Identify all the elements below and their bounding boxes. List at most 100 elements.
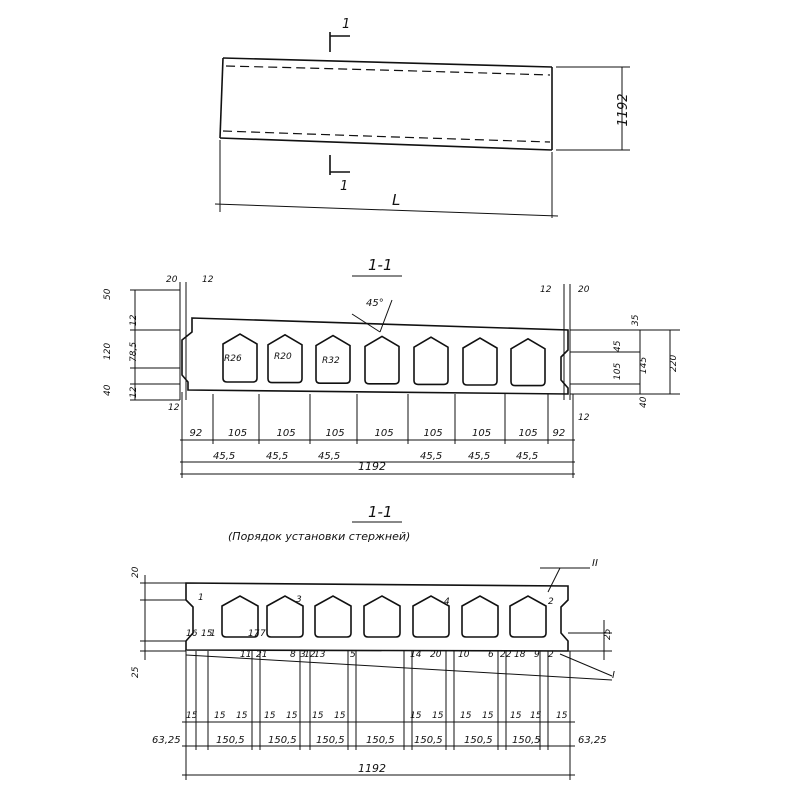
bevel-dim-label: 45,5 bbox=[266, 451, 288, 462]
plan-width-label: 1192 bbox=[616, 93, 631, 126]
hollow-core-a bbox=[510, 337, 546, 387]
small-dim-label: 15 bbox=[186, 711, 198, 721]
dim-left-12d: 12 bbox=[168, 403, 180, 413]
bar-mark-label: 7 bbox=[260, 629, 266, 639]
radius-label-1: R26 bbox=[224, 354, 242, 364]
dim-right-20: 20 bbox=[578, 285, 590, 295]
span-dim-label: 105 bbox=[519, 428, 538, 439]
span-dim-label: 105 bbox=[472, 428, 491, 439]
bar-mark-label: 5 bbox=[350, 650, 356, 660]
hollow-core-a bbox=[315, 334, 351, 384]
bar-mark-label: 17 bbox=[248, 629, 260, 639]
mark-4-top: 4 bbox=[444, 597, 450, 607]
small-dim-label: 15 bbox=[214, 711, 226, 721]
section-b: 1-1 (Порядок установки стержней) 20 25 2… bbox=[131, 503, 615, 780]
span-dim-label: 105 bbox=[277, 428, 296, 439]
hollow-core-b bbox=[509, 595, 547, 638]
section-a-title: 1-1 bbox=[368, 256, 393, 274]
section-mark-bottom: 1 bbox=[340, 179, 348, 194]
bar-mark-label: 9 bbox=[534, 650, 540, 660]
bar-mark-label: 14 bbox=[410, 650, 422, 660]
span-dim-label: 105 bbox=[375, 428, 394, 439]
small-dim-label: 15 bbox=[510, 711, 522, 721]
section-b-title: 1-1 bbox=[368, 503, 393, 521]
bar-mark-label: 6 bbox=[488, 650, 494, 660]
bevel-dim-label: 45,5 bbox=[420, 451, 442, 462]
dim-b-left-25: 25 bbox=[131, 666, 141, 678]
bevel-dim-label: 45,5 bbox=[318, 451, 340, 462]
small-dim-label: 15 bbox=[286, 711, 298, 721]
pitch-dim-label: 150,5 bbox=[216, 735, 245, 746]
dim-left-12: 12 bbox=[202, 275, 214, 285]
small-dim-label: 15 bbox=[312, 711, 324, 721]
hollow-cores-a bbox=[222, 333, 546, 387]
pitch-dim-label: 150,5 bbox=[512, 735, 541, 746]
small-dim-label: 15 bbox=[264, 711, 276, 721]
pitch-dim-label: 150,5 bbox=[268, 735, 297, 746]
hollow-core-a bbox=[364, 335, 400, 385]
mark-I: I bbox=[612, 670, 615, 681]
plan-length-label: L bbox=[392, 191, 400, 209]
bar-mark-label: 10 bbox=[458, 650, 470, 660]
hollow-core-b bbox=[314, 595, 352, 638]
span-dim-label: 105 bbox=[326, 428, 345, 439]
section-a: 1-1 45° R26 R20 R32 20 12 50 12 120 78,5… bbox=[103, 256, 680, 478]
section-cut-top bbox=[329, 32, 350, 52]
bar-mark-label: 1 bbox=[210, 629, 216, 639]
plan-view: 1 1 1192 L bbox=[214, 17, 631, 218]
span-dim-label: 105 bbox=[228, 428, 247, 439]
span-ticks-a bbox=[181, 394, 574, 444]
bar-drops-b bbox=[195, 651, 549, 750]
section-b-total: 1192 bbox=[358, 762, 386, 775]
dim-right-105: 105 bbox=[613, 363, 623, 380]
pitch-dim-label: 150,5 bbox=[464, 735, 493, 746]
pitch-dim-label: 150,5 bbox=[316, 735, 345, 746]
angle-label: 45° bbox=[366, 298, 384, 309]
radius-label-3: R32 bbox=[322, 356, 340, 366]
section-a-total: 1192 bbox=[358, 460, 386, 473]
slab-outline-a bbox=[181, 317, 569, 395]
pitch-dim-label: 150,5 bbox=[366, 735, 395, 746]
dim-right-40: 40 bbox=[639, 396, 649, 408]
hollow-core-a bbox=[413, 336, 449, 386]
hollow-core-b bbox=[221, 595, 259, 638]
dim-left-12c: 12 bbox=[129, 386, 139, 398]
bar-mark-label: 13 bbox=[314, 650, 326, 660]
bar-mark-label: 15 bbox=[201, 629, 213, 639]
dim-left-20: 20 bbox=[166, 275, 178, 285]
dim-b-right-25: 25 bbox=[603, 628, 613, 640]
dim-right-220: 220 bbox=[669, 355, 679, 372]
bar-mark-label: 2 bbox=[548, 650, 554, 660]
dim-right-145: 145 bbox=[639, 357, 649, 374]
bar-mark-label: 16 bbox=[186, 629, 198, 639]
mark-II: II bbox=[592, 558, 598, 569]
dim-b-left-20: 20 bbox=[131, 566, 141, 578]
radius-label-2: R20 bbox=[274, 352, 292, 362]
dim-right-35: 35 bbox=[631, 314, 641, 326]
dim-left-50: 50 bbox=[103, 288, 113, 300]
small-dim-label: 15 bbox=[556, 711, 568, 721]
bar-mark-label: 11 bbox=[240, 650, 251, 660]
hollow-core-a bbox=[462, 337, 498, 386]
dim-left-40: 40 bbox=[103, 384, 113, 396]
hollow-cores-b bbox=[221, 595, 547, 638]
pitch-dim-label: 63,25 bbox=[152, 735, 181, 746]
bar-mark-label: 21 bbox=[256, 650, 267, 660]
hollow-core-b bbox=[412, 595, 450, 638]
small-dim-label: 15 bbox=[530, 711, 542, 721]
dim-left-12b: 12 bbox=[129, 314, 139, 326]
section-cut-bottom bbox=[329, 155, 350, 175]
small-dim-label: 15 bbox=[432, 711, 444, 721]
bar-mark-label: 20 bbox=[430, 650, 442, 660]
dim-left-78: 78,5 bbox=[129, 342, 139, 362]
mark-2-top: 2 bbox=[548, 597, 554, 607]
dim-right-45: 45 bbox=[613, 340, 623, 352]
section-mark-top: 1 bbox=[342, 17, 350, 32]
bar-mark-label: 3 bbox=[300, 650, 306, 660]
bevel-dim-label: 45,5 bbox=[213, 451, 235, 462]
